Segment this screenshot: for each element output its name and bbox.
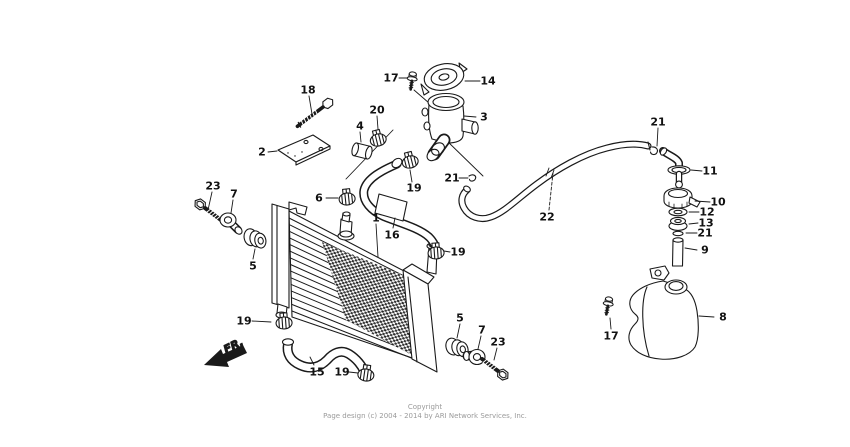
radiator-upper-bracket	[288, 201, 308, 216]
hose-clamp-6-drawing	[337, 187, 357, 207]
reserve-tank-drawing	[628, 265, 699, 360]
radiator-drawing	[271, 201, 440, 373]
hose-clamp-19-upper-drawing	[399, 149, 421, 171]
cap-bolt-drawing	[404, 69, 420, 92]
callout-leader-22	[548, 172, 554, 211]
fr-direction-arrow: FR.	[204, 335, 247, 367]
part-callout-6-11[interactable]: 6	[315, 192, 323, 205]
bushing-drawing	[351, 142, 373, 160]
callout-leader-19	[251, 320, 272, 323]
callout-leader-5	[252, 248, 256, 260]
part-callout-21-15[interactable]: 21	[650, 116, 665, 129]
part-callout-14-1[interactable]: 14	[480, 75, 496, 88]
radiator-fin-line	[288, 217, 405, 277]
grommet-tank-drawing	[668, 216, 688, 231]
part-callout-9-21[interactable]: 9	[701, 244, 709, 257]
callout-leader-23	[493, 347, 498, 361]
callout-leader-21	[656, 127, 659, 147]
part-callout-7-28[interactable]: 7	[478, 324, 486, 337]
overflow-hose-drawing	[458, 140, 652, 223]
part-callout-22-14[interactable]: 22	[539, 211, 554, 224]
callout-leader-16	[392, 217, 396, 229]
part-callout-12-18[interactable]: 12	[699, 206, 714, 219]
footer-copyright: Copyright	[408, 403, 442, 411]
part-callout-4-5[interactable]: 4	[356, 120, 364, 133]
part-callout-21-20[interactable]: 21	[697, 227, 712, 240]
callout-leader-10	[694, 200, 711, 203]
callout-leader-19	[443, 250, 451, 253]
part-callout-3-4[interactable]: 3	[480, 111, 488, 124]
callout-leader-5	[456, 323, 461, 339]
part-callout-18-2[interactable]: 18	[300, 84, 315, 97]
callout-leader-4	[359, 131, 362, 143]
upper-hose-drawing	[359, 157, 440, 255]
mount-bolt-bottom-drawing	[477, 353, 513, 385]
part-callout-8-25[interactable]: 8	[719, 311, 727, 324]
part-callout-2-6[interactable]: 2	[258, 146, 266, 159]
mount-plate-drawing	[277, 134, 331, 166]
callout-leader-9	[684, 247, 698, 251]
siphon-tube-drawing	[671, 237, 684, 267]
callout-leader-17	[609, 317, 612, 330]
hose-clip-drawing-mid	[468, 174, 477, 182]
part-callout-5-27[interactable]: 5	[456, 312, 464, 325]
filler-neck-outlet-right	[461, 118, 479, 135]
filler-neck-drawing	[421, 92, 479, 162]
part-callout-21-7[interactable]: 21	[444, 172, 459, 185]
radiator-fin-line	[291, 310, 425, 364]
part-callout-11-16[interactable]: 11	[702, 165, 717, 178]
callout-leader-20	[376, 115, 379, 130]
callout-leader-2	[267, 150, 278, 153]
part-callout-15-30[interactable]: 15	[309, 366, 324, 379]
callout-leader-23	[207, 191, 213, 211]
part-callout-19-8[interactable]: 19	[406, 182, 421, 195]
callout-leader-19	[348, 371, 359, 374]
callout-leader-7	[477, 335, 482, 350]
washer-drawing	[668, 207, 688, 217]
part-callout-20-3[interactable]: 20	[369, 104, 385, 117]
tank-bolt-drawing	[600, 294, 616, 317]
callout-leader-8	[698, 315, 715, 318]
part-callout-13-19[interactable]: 13	[698, 217, 713, 230]
callout-leader-3	[463, 115, 477, 118]
radiator-inlet-stub	[337, 211, 355, 241]
callout-leader-18	[308, 95, 313, 115]
lower-hose-drawing	[281, 338, 369, 376]
part-callout-19-23[interactable]: 19	[236, 315, 251, 328]
part-callout-19-24[interactable]: 19	[450, 246, 465, 259]
grommet-left-drawing	[242, 225, 268, 252]
part-callout-17-0[interactable]: 17	[383, 72, 398, 85]
footer-text: Copyright Page design (c) 2004 - 2014 by…	[323, 403, 527, 420]
tank-cap-drawing	[663, 187, 701, 209]
mount-bolt-long-drawing	[293, 94, 337, 132]
collar-bottom-drawing	[462, 348, 486, 366]
part-callout-16-13[interactable]: 16	[384, 229, 400, 242]
callout-leader-7	[230, 199, 234, 214]
callout-leader-19	[409, 169, 413, 183]
hose-clamp-20-drawing	[367, 127, 389, 149]
callout-leader-15	[309, 356, 315, 366]
callout-leader-11	[690, 169, 703, 172]
joint-elbow-drawing	[659, 147, 691, 189]
part-callout-23-29[interactable]: 23	[490, 336, 505, 349]
part-callout-1-12[interactable]: 1	[372, 212, 380, 225]
callout-leader-1	[375, 223, 379, 258]
hose-sleeve	[374, 193, 408, 222]
hose-clip-drawing-right	[649, 146, 658, 156]
part-callout-5-22[interactable]: 5	[249, 260, 257, 273]
footer-page-design: Page design (c) 2004 - 2014 by ARI Netwo…	[323, 412, 527, 420]
part-callout-7-10[interactable]: 7	[230, 188, 238, 201]
oring-drawing	[672, 230, 684, 237]
part-callout-10-17[interactable]: 10	[710, 196, 726, 209]
filler-neck-outlet-bottom	[426, 133, 451, 162]
radiator-cap-drawing	[420, 62, 468, 96]
part-callout-19-31[interactable]: 19	[334, 366, 349, 379]
collar-left-drawing	[219, 212, 243, 235]
part-callout-23-9[interactable]: 23	[205, 180, 220, 193]
callout-leader-13	[688, 222, 699, 225]
part-callout-17-26[interactable]: 17	[603, 330, 618, 343]
